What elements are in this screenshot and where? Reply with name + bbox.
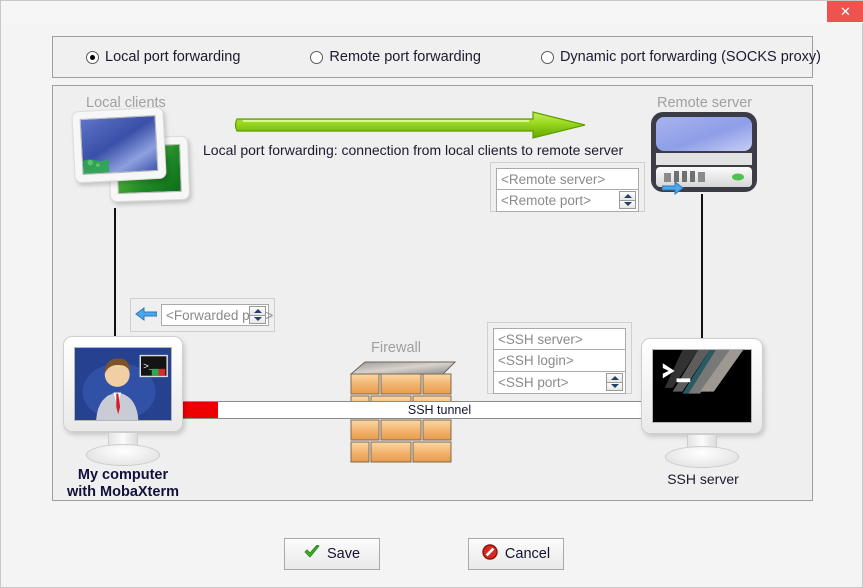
ssh-tunnel-bar: SSH tunnel bbox=[182, 401, 697, 419]
connector-line-remote bbox=[701, 194, 703, 416]
local-client-screen-primary bbox=[71, 106, 167, 184]
remote-port-input[interactable]: <Remote port> bbox=[496, 190, 639, 212]
ssh-port-spinner[interactable] bbox=[606, 373, 623, 391]
ssh-server-screen bbox=[652, 349, 752, 423]
ssh-port-input[interactable]: <SSH port> bbox=[493, 372, 626, 394]
wallpaper-graphic bbox=[82, 158, 110, 174]
ssh-server-stand-base bbox=[665, 446, 739, 468]
radio-indicator-remote[interactable] bbox=[310, 50, 324, 64]
remote-port-spinner[interactable] bbox=[619, 191, 636, 209]
close-button[interactable]: ✕ bbox=[827, 1, 863, 22]
ssh-tunnel-red-segment bbox=[182, 402, 218, 418]
arrow-description-label: Local port forwarding: connection from l… bbox=[203, 142, 624, 158]
remote-server-caption: Remote server bbox=[657, 95, 753, 111]
my-computer-caption-line1: My computer bbox=[77, 467, 169, 483]
ssh-port-placeholder: <SSH port> bbox=[498, 375, 569, 390]
forwarded-port-input[interactable]: <Forwarded port> bbox=[161, 304, 273, 326]
remote-port-placeholder: <Remote port> bbox=[501, 193, 592, 208]
radio-indicator-dynamic[interactable] bbox=[540, 50, 554, 64]
direction-arrow-icon bbox=[233, 111, 588, 139]
forwarded-port-spin-up[interactable] bbox=[249, 306, 266, 316]
right-arrow-icon-remote bbox=[661, 180, 684, 196]
ssh-port-spin-up[interactable] bbox=[606, 373, 623, 383]
remote-target-fieldgroup: <Remote server> <Remote port> bbox=[490, 162, 645, 212]
ssh-server-caption: SSH server bbox=[667, 471, 739, 487]
forwarded-port-fieldgroup: <Forwarded port> bbox=[130, 298, 275, 332]
ssh-port-spin-down[interactable] bbox=[606, 382, 623, 391]
remote-port-spin-down[interactable] bbox=[619, 200, 636, 209]
ssh-connection-fieldgroup: <SSH server> <SSH login> <SSH port> bbox=[487, 322, 632, 394]
forwarding-mode-panel: Local port forwarding Remote port forwar… bbox=[52, 36, 821, 78]
connector-line-local bbox=[114, 208, 116, 342]
ssh-tunnel-label: SSH tunnel bbox=[407, 403, 472, 417]
radio-remote-port-forwarding[interactable]: Remote port forwarding bbox=[310, 49, 481, 65]
ssh-server-input[interactable]: <SSH server> bbox=[493, 328, 626, 350]
radio-label-local: Local port forwarding bbox=[105, 49, 241, 65]
radio-indicator-local[interactable] bbox=[86, 50, 99, 64]
my-computer-monitor: >_ bbox=[63, 336, 183, 432]
forwarded-port-spinner[interactable] bbox=[249, 306, 266, 324]
save-button[interactable]: Save bbox=[284, 538, 380, 570]
ssh-login-input[interactable]: <SSH login> bbox=[493, 350, 626, 372]
cancel-button[interactable]: Cancel bbox=[468, 538, 564, 570]
cancel-button-label: Cancel bbox=[504, 546, 551, 562]
forwarded-port-spin-down[interactable] bbox=[249, 315, 266, 324]
remote-port-spin-up[interactable] bbox=[619, 191, 636, 201]
forwarding-diagram-panel: Local clients bbox=[52, 85, 813, 501]
radio-local-port-forwarding[interactable]: Local port forwarding bbox=[86, 49, 240, 65]
my-computer-stand-base bbox=[86, 444, 160, 466]
ssh-server-monitor bbox=[641, 338, 763, 434]
radio-label-remote: Remote port forwarding bbox=[329, 49, 481, 65]
my-computer-screen: >_ bbox=[74, 347, 172, 421]
remote-server-icon bbox=[648, 109, 760, 195]
radio-label-dynamic: Dynamic port forwarding (SOCKS proxy) bbox=[559, 49, 822, 65]
forwarded-port-placeholder: <Forwarded port> bbox=[166, 307, 274, 323]
my-computer-caption: My computer with MobaXterm bbox=[53, 467, 193, 500]
left-arrow-icon-forwarded bbox=[135, 306, 158, 322]
svg-text:>_: >_ bbox=[143, 361, 155, 372]
title-bar: ✕ bbox=[1, 1, 863, 23]
firewall-caption: Firewall bbox=[371, 340, 421, 356]
check-icon bbox=[304, 544, 320, 563]
radio-dynamic-port-forwarding[interactable]: Dynamic port forwarding (SOCKS proxy) bbox=[540, 49, 822, 65]
remote-server-input[interactable]: <Remote server> bbox=[496, 168, 639, 190]
my-computer-caption-line2: with MobaXterm bbox=[67, 484, 179, 500]
save-button-label: Save bbox=[326, 546, 361, 562]
cancel-icon bbox=[482, 544, 498, 564]
